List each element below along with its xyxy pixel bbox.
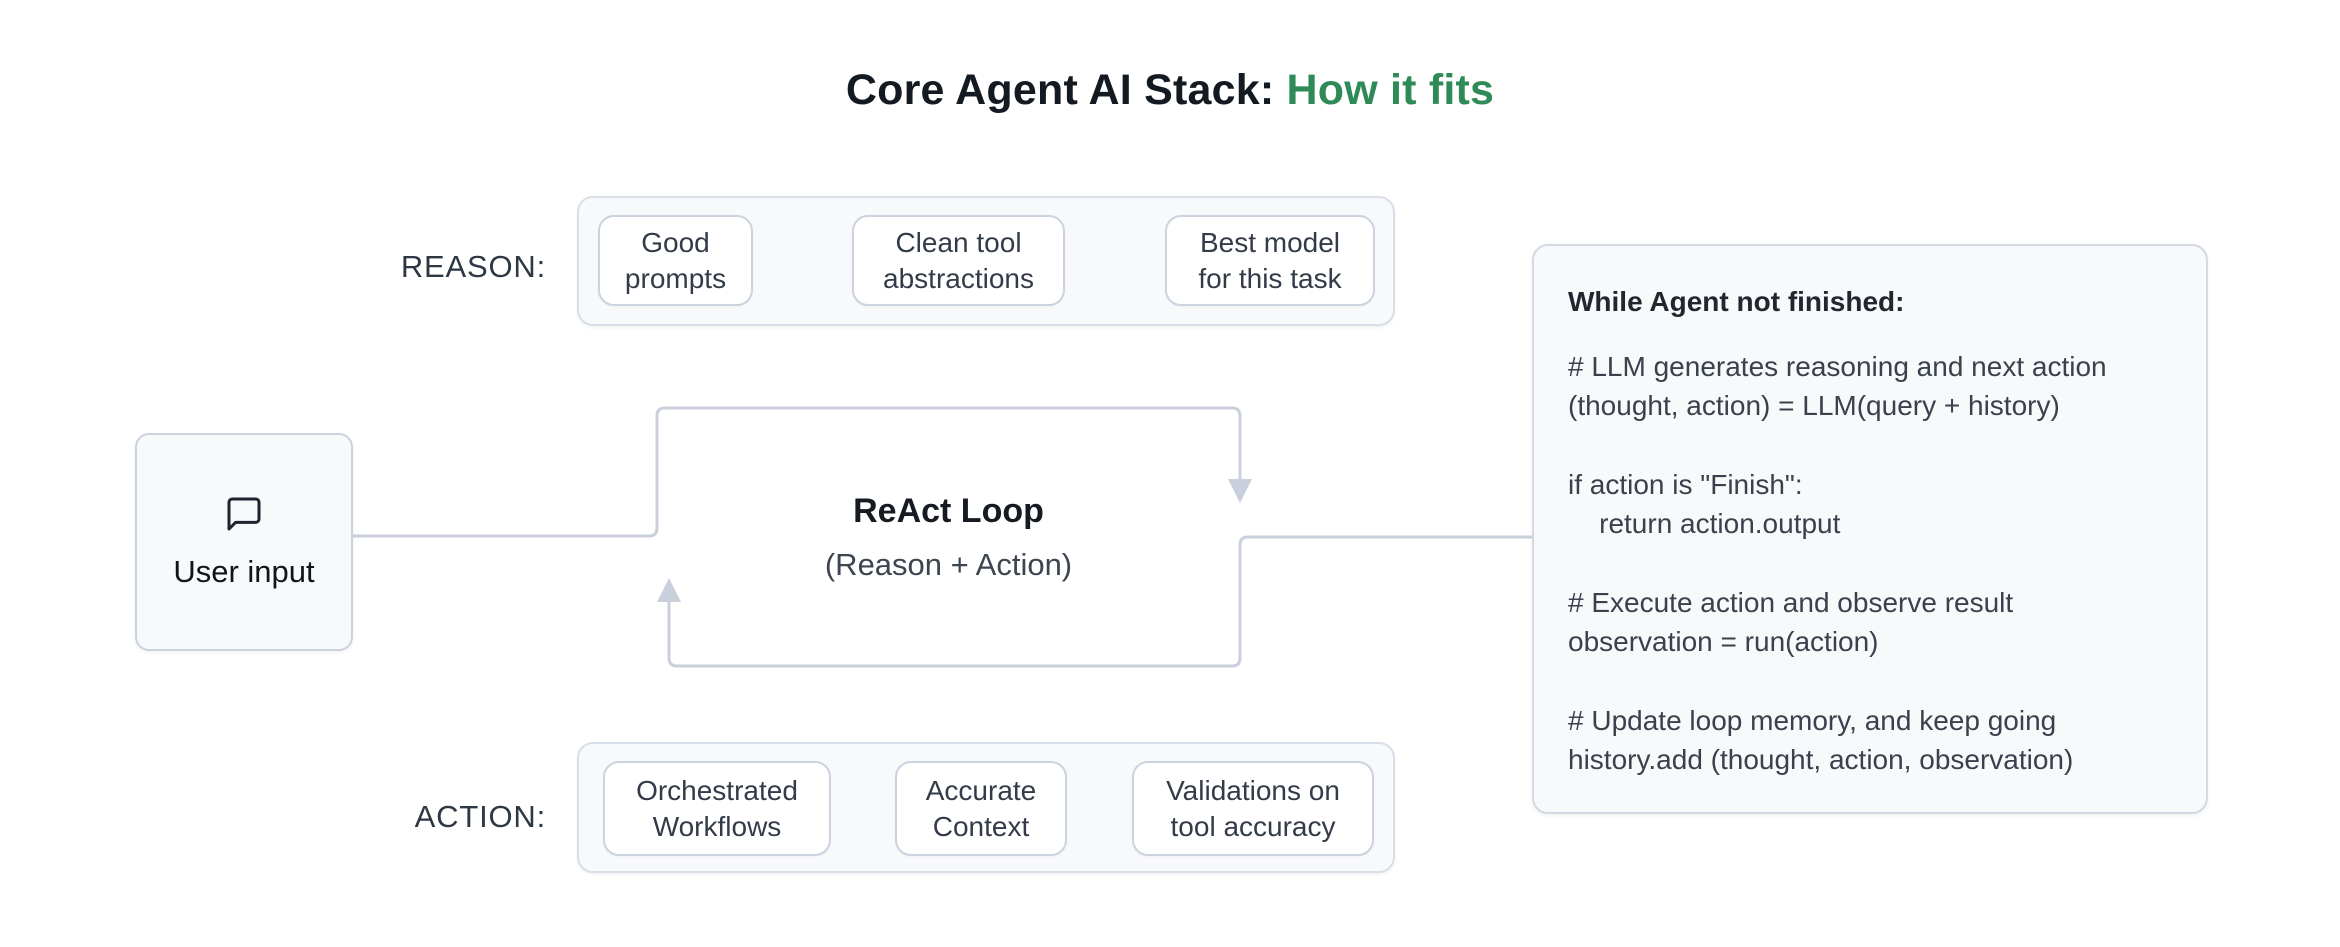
arrowhead-down-icon <box>1228 479 1252 503</box>
chip-line: Accurate <box>925 774 1037 806</box>
chip-line: Good <box>641 226 710 258</box>
wire-user-input-to-loop <box>353 406 1242 538</box>
code-line: # LLM generates reasoning and next actio… <box>1568 351 2107 382</box>
chip-clean-tool-abstractions: Clean tool abstractions <box>852 215 1065 306</box>
react-loop-subtitle: (Reason + Action) <box>824 546 1073 582</box>
chip-line: Workflows <box>652 810 782 842</box>
pseudocode-panel: While Agent not finished: # LLM generate… <box>1532 244 2208 814</box>
react-loop-title: ReAct Loop <box>853 491 1044 530</box>
page-title: Core Agent AI Stack: How it fits <box>0 66 2340 115</box>
speech-bubble-icon <box>227 497 261 531</box>
action-label: ACTION: <box>414 799 546 834</box>
pseudocode-block: # LLM generates reasoning and next actio… <box>1568 347 2172 425</box>
code-line: return action.output <box>1568 508 1841 539</box>
chip-best-model: Best model for this task <box>1165 215 1375 306</box>
chip-line: prompts <box>624 262 727 294</box>
chip-line: tool accuracy <box>1170 810 1336 842</box>
code-line: history.add (thought, action, observatio… <box>1568 744 2074 775</box>
reason-label: REASON: <box>400 249 546 284</box>
chip-good-prompts: Good prompts <box>598 215 753 306</box>
chip-line: Best model <box>1199 226 1341 258</box>
chip-line: Context <box>932 810 1030 842</box>
arrowhead-up-icon <box>657 578 681 602</box>
title-prefix: Core Agent AI Stack: <box>845 66 1287 114</box>
pseudocode-block: if action is "Finish": return action.out… <box>1568 465 2172 543</box>
code-line: # Execute action and observe result <box>1568 587 2014 618</box>
pseudocode-heading: While Agent not finished: <box>1568 286 1905 317</box>
chip-accurate-context: Accurate Context <box>895 761 1067 856</box>
chip-orchestrated-workflows: Orchestrated Workflows <box>603 761 831 856</box>
code-line: observation = run(action) <box>1568 626 1879 657</box>
code-line: if action is "Finish": <box>1568 469 1803 500</box>
code-line: # Update loop memory, and keep going <box>1568 705 2057 736</box>
user-input-label: User input <box>173 554 315 589</box>
wire-loop-return-and-output <box>667 535 1532 668</box>
pseudocode-block: # Update loop memory, and keep going his… <box>1568 701 2172 779</box>
chip-line: Validations on <box>1166 774 1340 806</box>
pseudocode-block: # Execute action and observe result obse… <box>1568 583 2172 661</box>
code-line: (thought, action) = LLM(query + history) <box>1568 390 2060 421</box>
chip-line: Orchestrated <box>636 774 798 806</box>
react-loop-node: ReAct Loop (Reason + Action) <box>657 408 1240 666</box>
chip-line: for this task <box>1198 262 1342 294</box>
user-input-node: User input <box>135 433 353 651</box>
chip-validations-tool-accuracy: Validations on tool accuracy <box>1132 761 1374 856</box>
title-highlight: How it fits <box>1286 66 1495 114</box>
chip-line: Clean tool <box>895 226 1022 258</box>
chip-line: abstractions <box>883 262 1034 294</box>
